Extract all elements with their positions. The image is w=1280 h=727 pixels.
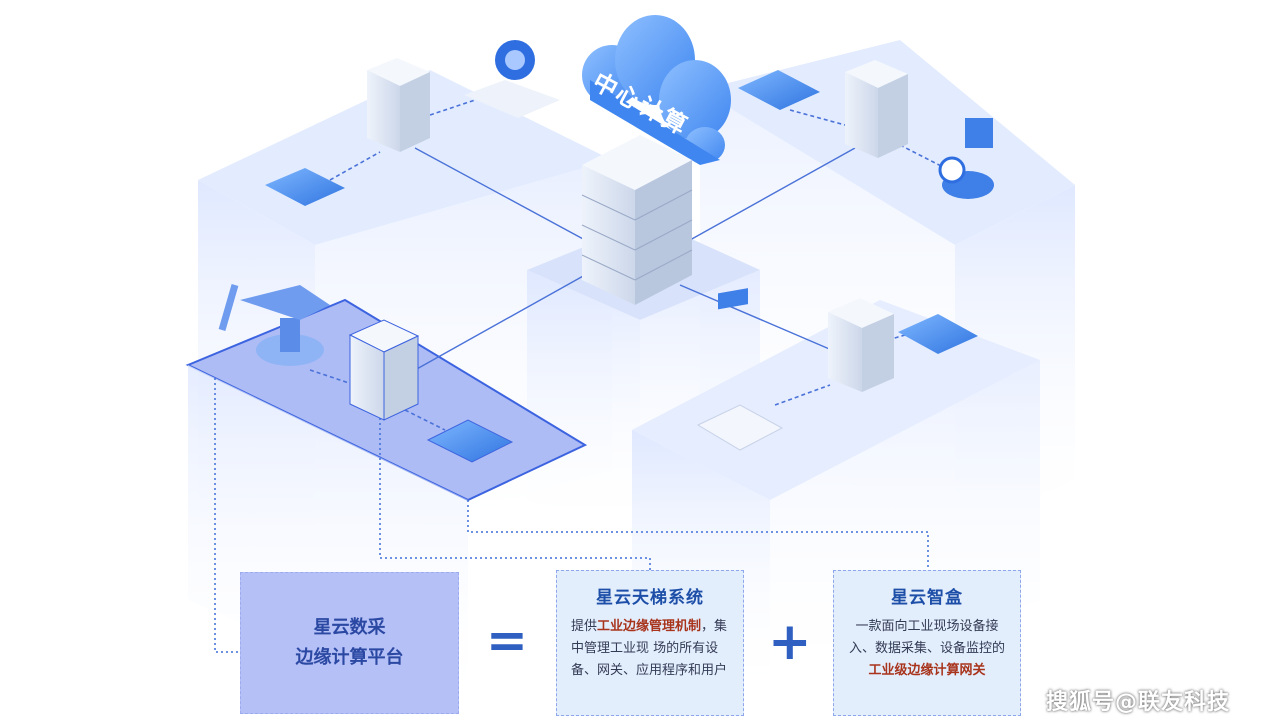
server-stack-icon — [348, 319, 420, 421]
server-stack-icon — [367, 58, 430, 152]
server-stack-icon — [845, 60, 908, 158]
watermark: 搜狐号@联友科技 — [1046, 690, 1231, 715]
plus-sign: + — [768, 612, 812, 672]
dashed-links — [309, 94, 946, 431]
smart-box-highlight: 工业级边缘计算网关 — [868, 663, 986, 678]
gateway-box-icon — [265, 70, 978, 463]
tianti-highlight: 工业边缘管理机制 — [597, 619, 702, 634]
server-stack-icon — [828, 298, 894, 392]
network-links — [414, 147, 856, 371]
clock-device-icon — [938, 118, 994, 199]
smart-box-description: 一款面向工业现场设备接入、数据采集、设备监控的工业级边缘计算网关 — [834, 616, 1020, 682]
tianti-system-title: 星云天梯系统 — [596, 588, 704, 608]
tianti-text-suffix: ，集中管理工业现 场的所有设备、网关、应用程序和用户 — [571, 619, 728, 678]
cloud-icon — [582, 15, 731, 165]
robot-arm-icon — [218, 284, 330, 366]
gear-device-icon — [464, 40, 560, 118]
central-server-icon — [581, 135, 693, 305]
meter-device-icon — [696, 288, 784, 451]
smart-box-title: 星云智盒 — [891, 588, 963, 608]
dotted-connectors — [214, 378, 929, 653]
platform-line1: 星云数采 — [313, 617, 386, 638]
tianti-system-box: 星云天梯系统 提供工业边缘管理机制，集中管理工业现 场的所有设备、网关、应用程序… — [556, 570, 744, 716]
equals-sign: = — [486, 611, 528, 669]
tianti-text-prefix: 提供 — [571, 619, 598, 634]
smart-box-box: 星云智盒 一款面向工业现场设备接入、数据采集、设备监控的工业级边缘计算网关 — [833, 570, 1021, 716]
smart-box-text-prefix: 一款面向工业现场设备接入、数据采集、设备监控的 — [848, 619, 1005, 656]
tianti-system-description: 提供工业边缘管理机制，集中管理工业现 场的所有设备、网关、应用程序和用户 — [557, 616, 743, 682]
platform-summary-box: 星云数采 边缘计算平台 — [240, 572, 459, 714]
platform-line2: 边缘计算平台 — [295, 647, 404, 668]
